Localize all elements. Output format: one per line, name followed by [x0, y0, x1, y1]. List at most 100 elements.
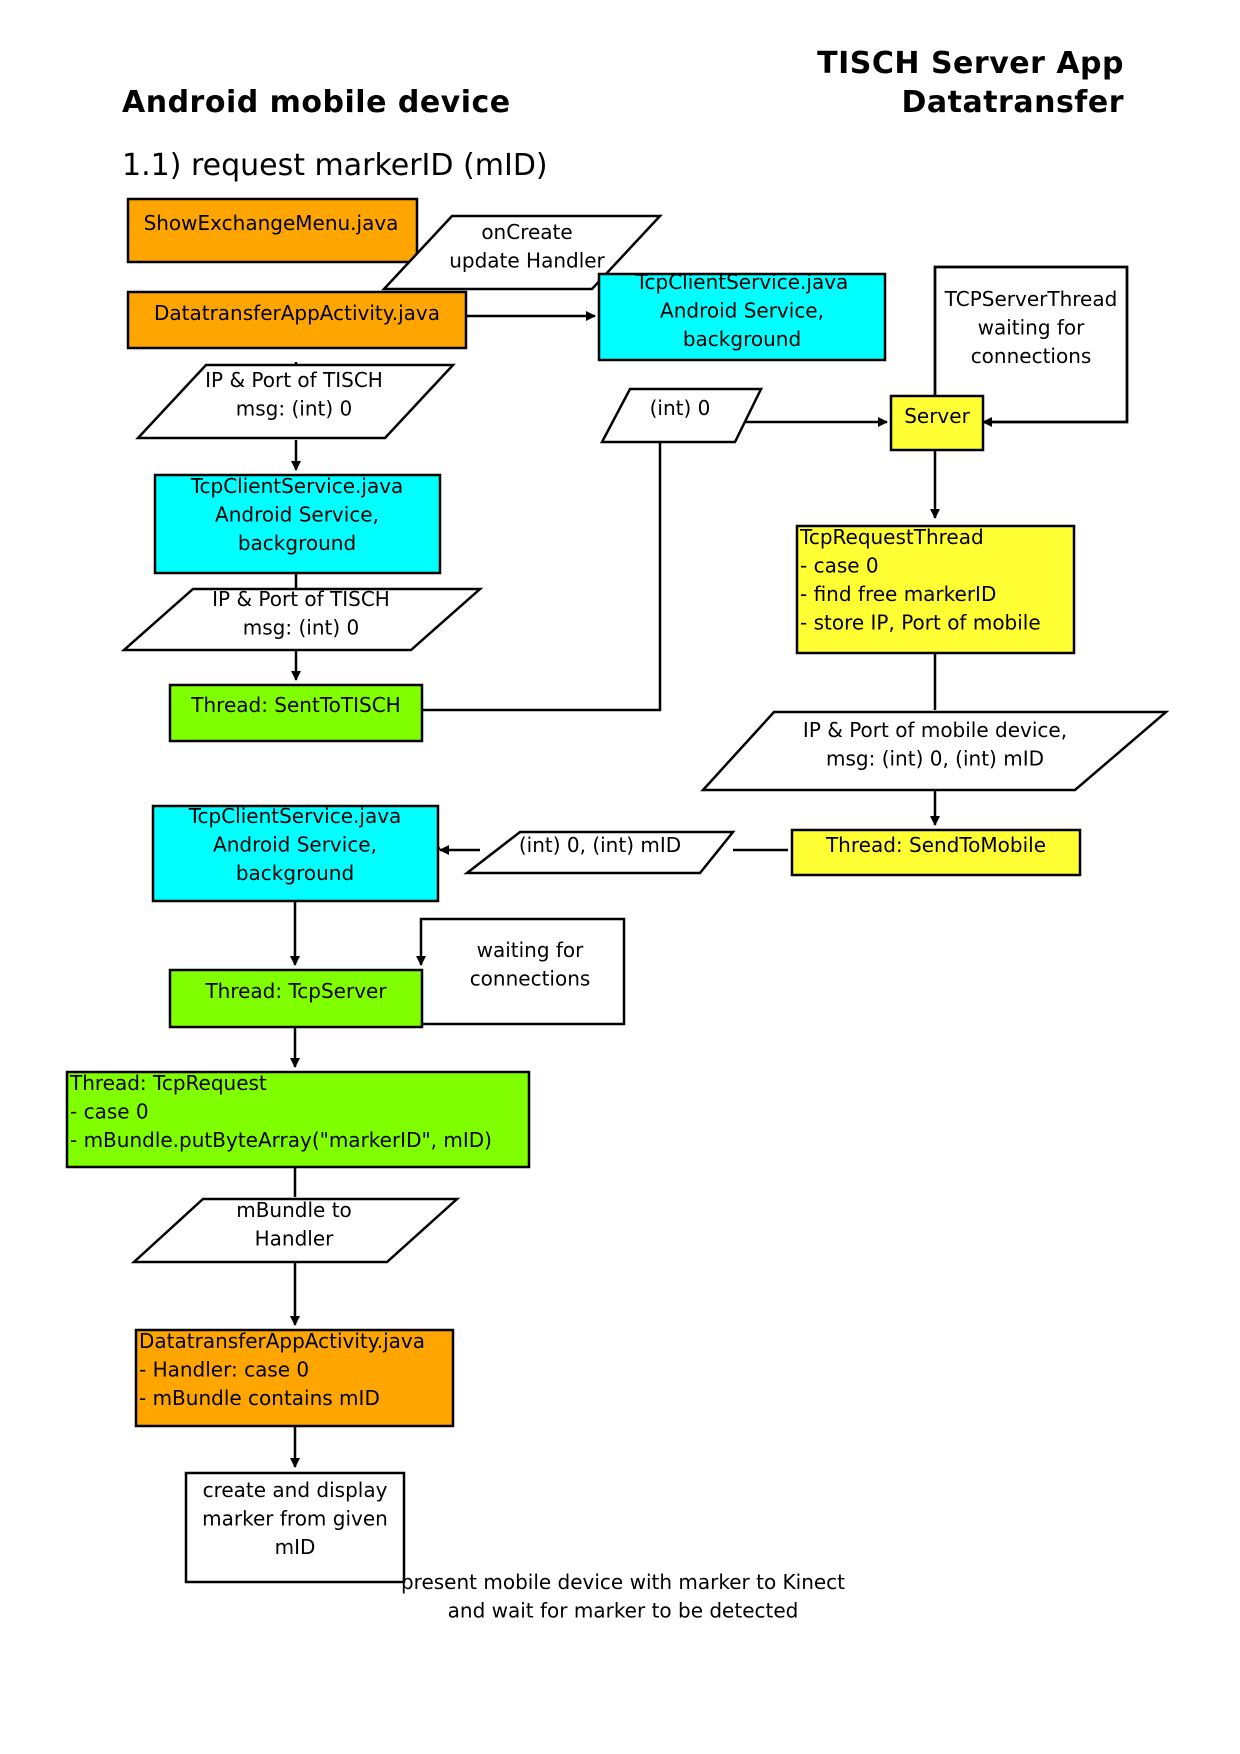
label-mbundle-handler: mBundle to Handler — [236, 1198, 352, 1251]
label-line: - store IP, Port of mobile — [800, 611, 1041, 635]
label-line: (int) 0, (int) mID — [519, 833, 681, 857]
node-thread-sent-to-tisch — [168, 683, 424, 743]
node-create-display-marker — [184, 1471, 406, 1584]
label-line: - find free markerID — [800, 582, 996, 606]
label-datatransfer-handler: DatatransferAppActivity.java - Handler: c… — [139, 1329, 425, 1410]
label-line: Server — [904, 404, 970, 428]
label-line: update Handler — [449, 249, 605, 273]
label-create-display-marker: create and display marker from given mID — [202, 1478, 388, 1559]
label-line: - case 0 — [70, 1100, 149, 1124]
label-line: (int) 0 — [650, 396, 711, 420]
label-line: ShowExchangeMenu.java — [144, 211, 399, 235]
label-line: create and display — [203, 1478, 388, 1502]
label-line: waiting for — [978, 316, 1086, 340]
node-datatransfer-handler — [134, 1328, 455, 1428]
label-line: IP & Port of TISCH — [212, 587, 390, 611]
node-ip-port-msg-1 — [135, 363, 456, 440]
node-ip-port-mobile — [700, 710, 1170, 792]
labels: ShowExchangeMenu.java onCreate update Hand… — [69, 211, 1117, 1623]
label-line: DatatransferAppActivity.java — [139, 1329, 425, 1353]
step-title: 1.1) request markerID (mID) — [122, 148, 548, 183]
label-line: - mBundle contains mID — [139, 1386, 380, 1410]
heading-android-device: Android mobile device — [122, 85, 511, 120]
label-line: TcpClientService.java — [188, 804, 402, 828]
node-int-zero — [599, 387, 764, 444]
node-datatransfer-activity — [126, 290, 468, 350]
node-tcp-client-service-1 — [153, 473, 442, 575]
label-line: - mBundle.putByteArray("markerID", mID) — [70, 1128, 492, 1152]
label-line: connections — [971, 344, 1092, 368]
label-line: msg: (int) 0, (int) mID — [826, 747, 1044, 771]
label-line: mID — [275, 1535, 316, 1559]
node-tcp-client-service-2 — [151, 804, 440, 903]
label-line: Thread: SentToTISCH — [190, 693, 400, 717]
label-line: - Handler: case 0 — [139, 1358, 309, 1382]
node-on-create — [381, 214, 663, 291]
label-line: TcpClientService.java — [190, 474, 404, 498]
node-int-zero-mid — [463, 830, 736, 875]
label-line: marker from given — [202, 1507, 388, 1531]
footer-note-line: present mobile device with marker to Kin… — [401, 1570, 845, 1594]
label-line: IP & Port of TISCH — [205, 368, 383, 392]
label-int-zero: (int) 0 — [650, 396, 711, 420]
footer-note-line: and wait for marker to be detected — [448, 1599, 799, 1623]
label-show-exchange-menu: ShowExchangeMenu.java — [144, 211, 399, 235]
edge-tcp-server-loop — [416, 917, 626, 1026]
node-tcp-client-service-top — [597, 272, 887, 362]
node-thread-tcp-server — [168, 968, 424, 1029]
node-thread-send-to-mobile — [790, 828, 1082, 877]
label-line: - case 0 — [800, 554, 879, 578]
label-line: mBundle to — [236, 1198, 352, 1222]
node-thread-tcp-request — [65, 1070, 531, 1169]
label-datatransfer-activity: DatatransferAppActivity.java — [154, 301, 440, 325]
label-line: TcpRequestThread — [799, 525, 984, 549]
label-line: TCPServerThread — [944, 287, 1118, 311]
label-ip-port-msg-2: IP & Port of TISCH msg: (int) 0 — [212, 587, 390, 640]
label-line: Thread: TcpRequest — [69, 1071, 267, 1095]
shapes — [65, 197, 1170, 1584]
node-tcp-server-thread-waiting — [933, 265, 1129, 424]
label-line: Android Service, — [660, 299, 824, 323]
label-tcp-request-thread: TcpRequestThread - case 0 - find free mark… — [799, 525, 1041, 635]
label-server: Server — [904, 404, 970, 428]
label-line: msg: (int) 0 — [236, 397, 352, 421]
edge-sent-to-tisch-to-int — [422, 440, 662, 712]
label-thread-send-to-mobile: Thread: SendToMobile — [825, 833, 1046, 857]
label-line: Thread: SendToMobile — [825, 833, 1046, 857]
label-line: background — [683, 327, 801, 351]
label-ip-port-msg-1: IP & Port of TISCH msg: (int) 0 — [205, 368, 383, 421]
label-line: TcpClientService.java — [635, 270, 849, 294]
heading-server-app: TISCH Server App — [817, 46, 1124, 81]
label-line: onCreate — [481, 220, 572, 244]
heading-datatransfer: Datatransfer — [901, 85, 1124, 120]
label-ip-port-mobile: IP & Port of mobile device, msg: (int) 0,… — [803, 718, 1067, 771]
label-line: Android Service, — [215, 503, 379, 527]
label-line: IP & Port of mobile device, — [803, 718, 1067, 742]
label-line: Handler — [255, 1227, 335, 1251]
node-server — [889, 394, 985, 452]
label-line: msg: (int) 0 — [243, 616, 359, 640]
label-line: background — [238, 531, 356, 555]
node-mbundle-handler — [130, 1197, 461, 1264]
label-tcp-server-thread-waiting: TCPServerThread waiting for connections — [944, 287, 1118, 368]
label-waiting-connections: waiting for connections — [470, 938, 591, 991]
label-line: Android Service, — [213, 833, 377, 857]
label-line: Thread: TcpServer — [204, 979, 387, 1003]
label-on-create: onCreate update Handler — [449, 220, 605, 273]
label-int-zero-mid: (int) 0, (int) mID — [519, 833, 681, 857]
footer-note: present mobile device with marker to Kin… — [401, 1570, 845, 1623]
label-thread-tcp-server: Thread: TcpServer — [204, 979, 387, 1003]
node-show-exchange-menu — [126, 197, 419, 264]
label-line: DatatransferAppActivity.java — [154, 301, 440, 325]
label-line: background — [236, 861, 354, 885]
label-line: waiting for — [477, 938, 585, 962]
node-tcp-request-thread — [795, 524, 1076, 655]
node-ip-port-msg-2 — [120, 587, 484, 652]
label-thread-tcp-request: Thread: TcpRequest - case 0 - mBundle.putB… — [69, 1071, 492, 1152]
label-thread-sent-to-tisch: Thread: SentToTISCH — [190, 693, 400, 717]
label-line: connections — [470, 967, 591, 991]
